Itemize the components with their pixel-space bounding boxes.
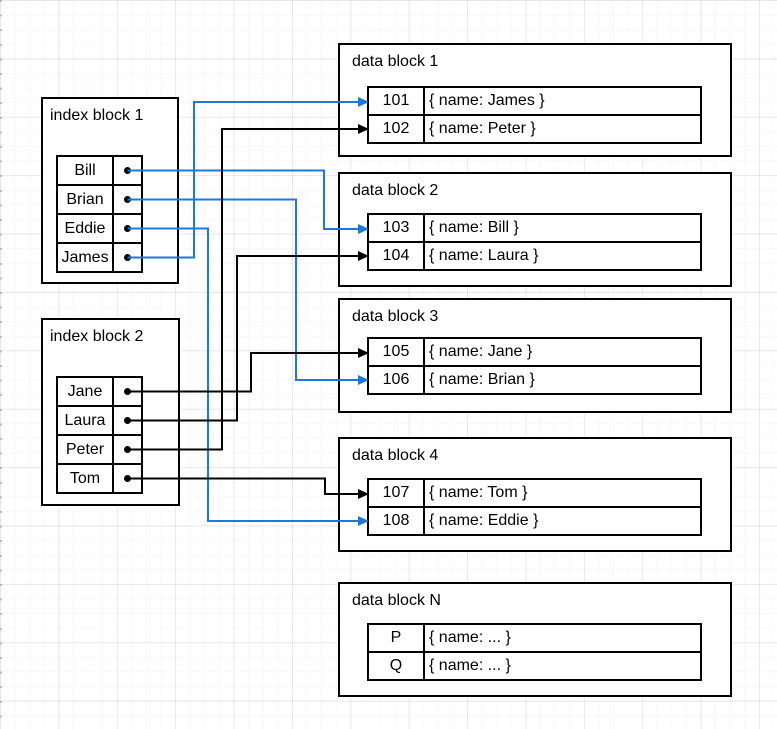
- pointer-dot: [124, 446, 131, 453]
- canvas-edge-ticks: [0, 0, 2, 729]
- pointer-dot: [124, 167, 131, 174]
- data-block-n: data block N P { name: ... } Q { name: .…: [338, 582, 732, 697]
- index-row: Laura: [58, 407, 141, 436]
- index-key-label: Tom: [58, 465, 114, 492]
- index-key-label: Brian: [58, 186, 114, 213]
- record-id: 104: [369, 243, 425, 269]
- data-block-1: data block 1 101 { name: James } 102 { n…: [338, 43, 732, 157]
- pointer-cell: [114, 157, 141, 184]
- pointer-dot: [124, 388, 131, 395]
- data-row: 103 { name: Bill }: [369, 215, 700, 243]
- data-block-3: data block 3 105 { name: Jane } 106 { na…: [338, 298, 732, 413]
- pointer-cell: [114, 436, 141, 463]
- record-id: 106: [369, 367, 425, 393]
- data-block-2-title: data block 2: [352, 182, 439, 199]
- index-block-2: index block 2 Jane Laura Peter Tom: [41, 318, 180, 506]
- pointer-dot: [124, 225, 131, 232]
- data-block-4: data block 4 107 { name: Tom } 108 { nam…: [338, 437, 732, 552]
- data-row: 107 { name: Tom }: [369, 480, 700, 508]
- data-table-n: P { name: ... } Q { name: ... }: [367, 623, 702, 681]
- record-value: { name: Laura }: [429, 247, 539, 264]
- record-id: Q: [369, 653, 425, 679]
- pointer-dot: [124, 196, 131, 203]
- data-block-n-title: data block N: [352, 592, 441, 609]
- data-table-4: 107 { name: Tom } 108 { name: Eddie }: [367, 478, 702, 536]
- index-row: Peter: [58, 436, 141, 465]
- record-value: { name: Peter }: [429, 120, 536, 137]
- index-block-1: index block 1 Bill Brian Eddie James: [41, 97, 179, 284]
- index-row: James: [58, 244, 141, 271]
- index-row: Jane: [58, 378, 141, 407]
- data-table-1: 101 { name: James } 102 { name: Peter }: [367, 86, 702, 144]
- data-block-1-title: data block 1: [352, 53, 439, 70]
- data-table-2: 103 { name: Bill } 104 { name: Laura }: [367, 213, 702, 271]
- index-key-label: Peter: [58, 436, 114, 463]
- record-value: { name: Bill }: [429, 219, 519, 236]
- record-value: { name: Jane }: [429, 343, 533, 360]
- index-key-label: Eddie: [58, 215, 114, 242]
- data-row: 108 { name: Eddie }: [369, 508, 700, 534]
- index-table-2: Jane Laura Peter Tom: [56, 376, 143, 494]
- data-row: 101 { name: James }: [369, 88, 700, 116]
- record-value: { name: ... }: [429, 629, 511, 646]
- index-block-1-title: index block 1: [50, 107, 144, 124]
- pointer-cell: [114, 378, 141, 405]
- data-block-2: data block 2 103 { name: Bill } 104 { na…: [338, 172, 732, 287]
- record-value: { name: Eddie }: [429, 512, 539, 529]
- index-key-label: Laura: [58, 407, 114, 434]
- index-table-1: Bill Brian Eddie James: [56, 155, 143, 273]
- record-id: 101: [369, 88, 425, 114]
- index-key-label: James: [58, 244, 114, 271]
- data-row: 102 { name: Peter }: [369, 116, 700, 142]
- record-id: 103: [369, 215, 425, 241]
- data-block-4-title: data block 4: [352, 447, 439, 464]
- index-row: Eddie: [58, 215, 141, 244]
- index-key-label: Jane: [58, 378, 114, 405]
- record-value: { name: ... }: [429, 657, 511, 674]
- data-block-3-title: data block 3: [352, 308, 439, 325]
- index-row: Brian: [58, 186, 141, 215]
- record-id: 102: [369, 116, 425, 142]
- index-block-2-title: index block 2: [50, 328, 144, 345]
- data-row: P { name: ... }: [369, 625, 700, 653]
- record-value: { name: Tom }: [429, 484, 528, 501]
- pointer-cell: [114, 407, 141, 434]
- record-id: 107: [369, 480, 425, 506]
- data-row: Q { name: ... }: [369, 653, 700, 679]
- index-row: Bill: [58, 157, 141, 186]
- record-id: 105: [369, 339, 425, 365]
- pointer-cell: [114, 465, 141, 492]
- pointer-cell: [114, 215, 141, 242]
- pointer-cell: [114, 186, 141, 213]
- record-id: P: [369, 625, 425, 651]
- pointer-dot: [124, 475, 131, 482]
- index-row: Tom: [58, 465, 141, 492]
- pointer-cell: [114, 244, 141, 271]
- pointer-dot: [124, 417, 131, 424]
- pointer-dot: [124, 254, 131, 261]
- data-table-3: 105 { name: Jane } 106 { name: Brian }: [367, 337, 702, 395]
- data-row: 106 { name: Brian }: [369, 367, 700, 393]
- record-id: 108: [369, 508, 425, 534]
- record-value: { name: Brian }: [429, 371, 535, 388]
- data-row: 104 { name: Laura }: [369, 243, 700, 269]
- record-value: { name: James }: [429, 92, 545, 109]
- index-key-label: Bill: [58, 157, 114, 184]
- data-row: 105 { name: Jane }: [369, 339, 700, 367]
